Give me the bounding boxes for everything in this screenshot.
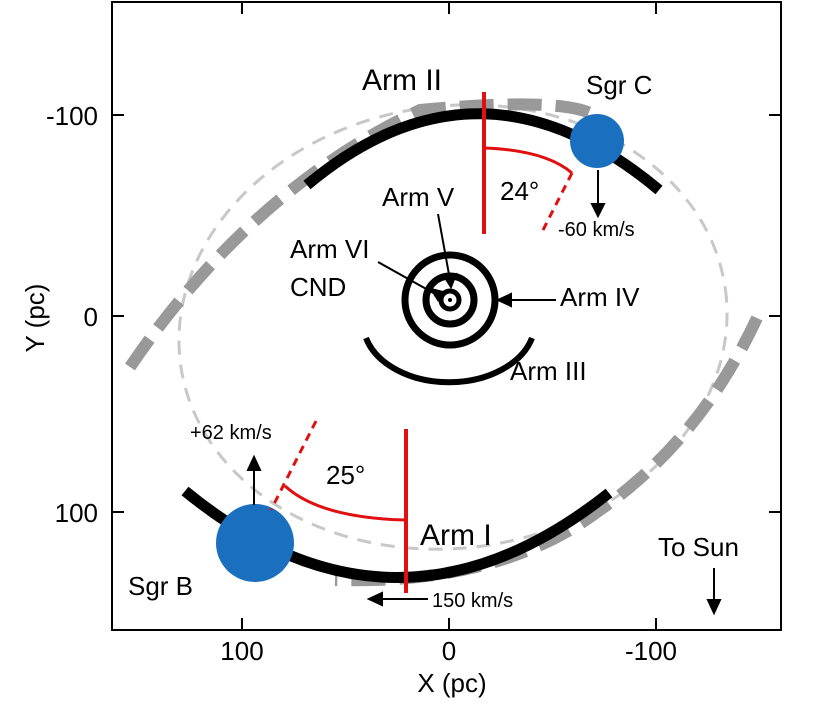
angle-marker-bottom	[269, 420, 408, 593]
sgr-c-label: Sgr C	[586, 70, 652, 100]
arm-ii-label: Arm II	[362, 64, 442, 97]
y-tick-labels: -100 0 100	[46, 101, 98, 528]
arm-v-label: Arm V	[382, 182, 455, 212]
x-tick-label: -100	[625, 636, 677, 666]
y-tick-label: 100	[55, 498, 98, 528]
arm-i-label: Arm I	[420, 519, 492, 552]
x-tick-label: 0	[442, 636, 456, 666]
center-dot	[448, 298, 452, 302]
arm-iv-ring	[401, 251, 499, 349]
sgr-c-cloud	[570, 114, 624, 168]
sgr-c-velocity-label: -60 km/s	[558, 219, 635, 241]
angle-bottom-label: 25°	[326, 460, 365, 490]
tick-marks	[112, 2, 781, 630]
sgr-b-velocity-label: +62 km/s	[190, 422, 272, 444]
arm-i-velocity-label: 150 km/s	[432, 590, 513, 612]
cnd-ring	[438, 288, 462, 312]
angle-marker-top	[482, 92, 574, 235]
x-axis-label: X (pc)	[417, 668, 486, 698]
arm-vi-label: Arm VI	[290, 234, 369, 264]
x-tick-labels: 100 0 -100	[220, 636, 677, 666]
sgr-b-cloud	[216, 504, 294, 582]
sgr-b-label: Sgr B	[128, 571, 193, 601]
arm-iv-label: Arm IV	[560, 282, 640, 312]
y-tick-label: -100	[46, 101, 98, 131]
arm-iii-curve	[363, 336, 535, 386]
to-sun-label: To Sun	[658, 532, 739, 562]
cnd-label: CND	[290, 272, 346, 302]
outer-ring-upper	[125, 98, 605, 371]
angle-top-label: 24°	[500, 176, 539, 206]
y-axis-label: Y (pc)	[20, 284, 50, 353]
arrows	[246, 170, 722, 616]
y-tick-label: 0	[84, 302, 98, 332]
x-tick-label: 100	[220, 636, 263, 666]
orbit-ellipse	[177, 103, 729, 551]
arm-iii-label: Arm III	[510, 356, 587, 386]
